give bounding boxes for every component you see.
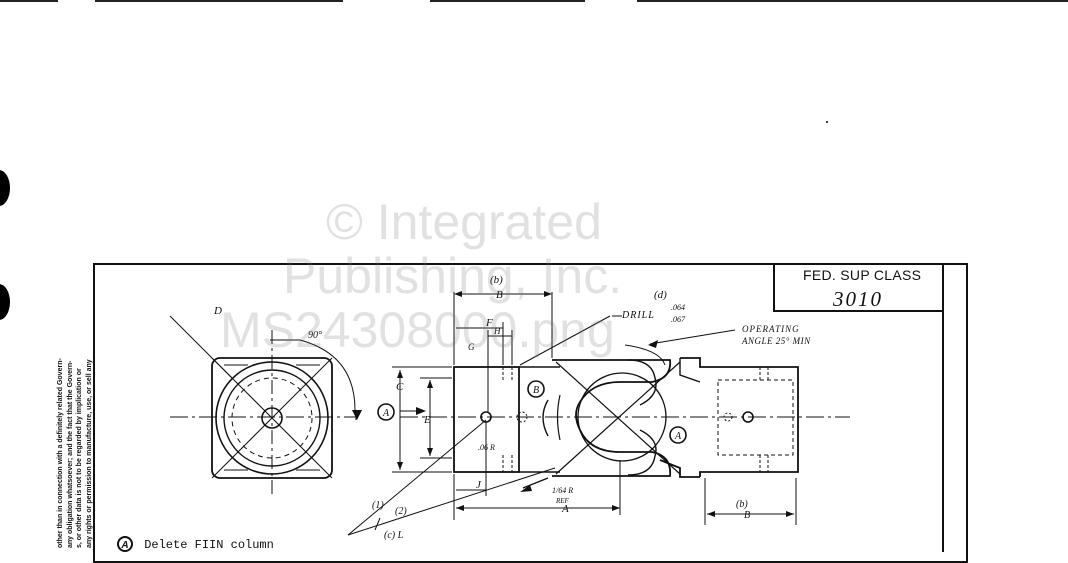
label-ref-c-l: (c) L: [384, 530, 404, 541]
label-g: G: [468, 342, 475, 352]
marker-b: B: [533, 385, 539, 396]
top-border-segment-4: [637, 0, 1068, 2]
label-a: A: [561, 503, 569, 515]
label-drill-upper: .064: [671, 303, 685, 312]
label-pin-note: REF: [555, 497, 570, 505]
label-drill-lower: .067: [671, 315, 686, 324]
title-block-box: [773, 263, 943, 312]
fed-sup-class-label: FED. SUP CLASS: [803, 267, 922, 283]
label-d-ref: (d): [654, 289, 667, 301]
note-marker: A: [117, 536, 133, 552]
label-operating: OPERATING: [742, 324, 800, 334]
label-ref-1: (1): [372, 500, 384, 511]
label-ref-2: (2): [395, 506, 407, 517]
label-b-ref-top: (b): [490, 274, 503, 286]
label-hole-note: .06 R: [478, 443, 495, 452]
binding-hole-lower: [0, 284, 10, 320]
speck: [826, 121, 828, 123]
marker-a-right: A: [674, 431, 682, 442]
marker-a-left: A: [382, 408, 390, 419]
binding-hole-upper: [0, 170, 10, 206]
top-border-segment-3: [430, 0, 585, 2]
label-f: F: [485, 317, 493, 329]
fed-sup-class-number: 3010: [833, 287, 883, 311]
delete-note: A Delete FIIN column: [117, 536, 274, 552]
note-text: Delete FIIN column: [144, 538, 274, 552]
label-e: E: [423, 414, 431, 426]
label-h: H: [493, 326, 501, 336]
top-border-segment-2: [95, 0, 343, 2]
label-b-bottom: B: [744, 510, 750, 521]
label-c: C: [396, 381, 404, 393]
watermark-line-2: Publishing, Inc.: [283, 248, 623, 304]
frame-inner-border: [942, 263, 944, 552]
top-border-segment-1: [0, 0, 58, 2]
watermark-line-1: © Integrated: [326, 194, 602, 250]
label-90-deg: 90°: [308, 330, 322, 341]
label-b-ref-bottom: (b): [736, 499, 748, 510]
label-b-top: B: [496, 289, 503, 301]
label-drill: DRILL: [621, 310, 655, 321]
label-operating-angle: ANGLE 25° MIN: [741, 336, 811, 346]
watermark-line-3: MS24308000.png: [220, 302, 615, 358]
label-d: D: [213, 305, 222, 317]
label-pin-fraction: 1/64 R: [552, 486, 573, 495]
label-j: J: [476, 479, 482, 491]
